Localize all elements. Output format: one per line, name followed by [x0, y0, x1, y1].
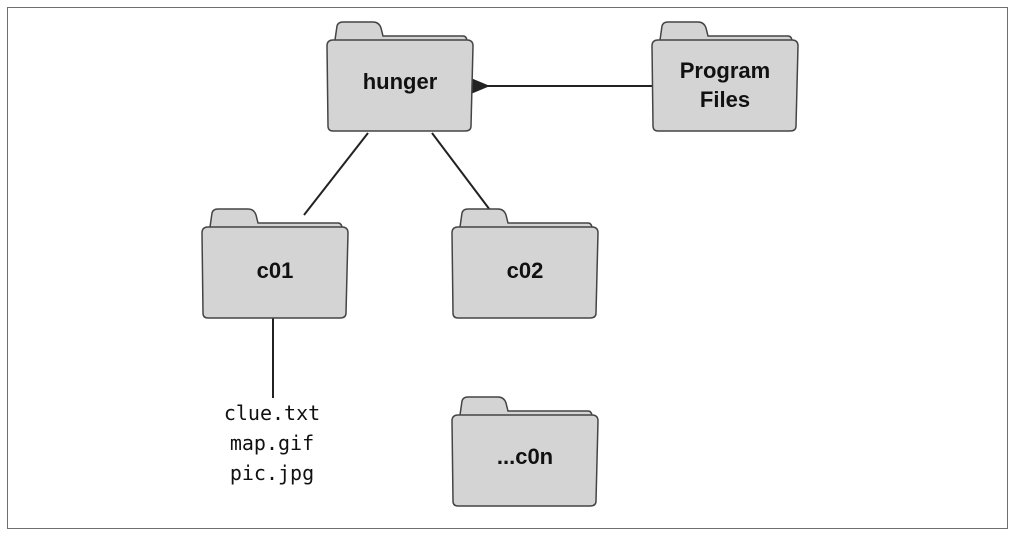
folder-icon — [451, 396, 599, 507]
folder-icon — [326, 21, 474, 132]
folder-label: c02 — [506, 258, 544, 283]
file-item[interactable]: clue.txt — [223, 401, 321, 425]
folder-icon — [201, 208, 349, 319]
file-list: clue.txt map.gif pic.jpg — [207, 398, 337, 488]
folder-label-line1: Program — [679, 58, 771, 83]
folder-label: c01 — [256, 258, 294, 283]
folder-label: hunger — [362, 69, 438, 94]
folder-icon — [651, 21, 799, 132]
folder-label: ...c0n — [496, 444, 554, 469]
file-item[interactable]: map.gif — [229, 431, 315, 455]
folder-program-files[interactable]: Program Files — [650, 18, 800, 133]
folder-c02[interactable]: c02 — [450, 205, 600, 320]
link-hunger-c02 — [431, 132, 491, 211]
folder-icon — [451, 208, 599, 319]
link-hunger-c01 — [303, 132, 369, 216]
folder-c0n[interactable]: ...c0n — [450, 393, 600, 508]
folder-label-line2: Files — [699, 87, 751, 112]
folder-c01[interactable]: c01 — [200, 205, 350, 320]
folder-hunger[interactable]: hunger — [325, 18, 475, 133]
file-item[interactable]: pic.jpg — [229, 461, 315, 485]
